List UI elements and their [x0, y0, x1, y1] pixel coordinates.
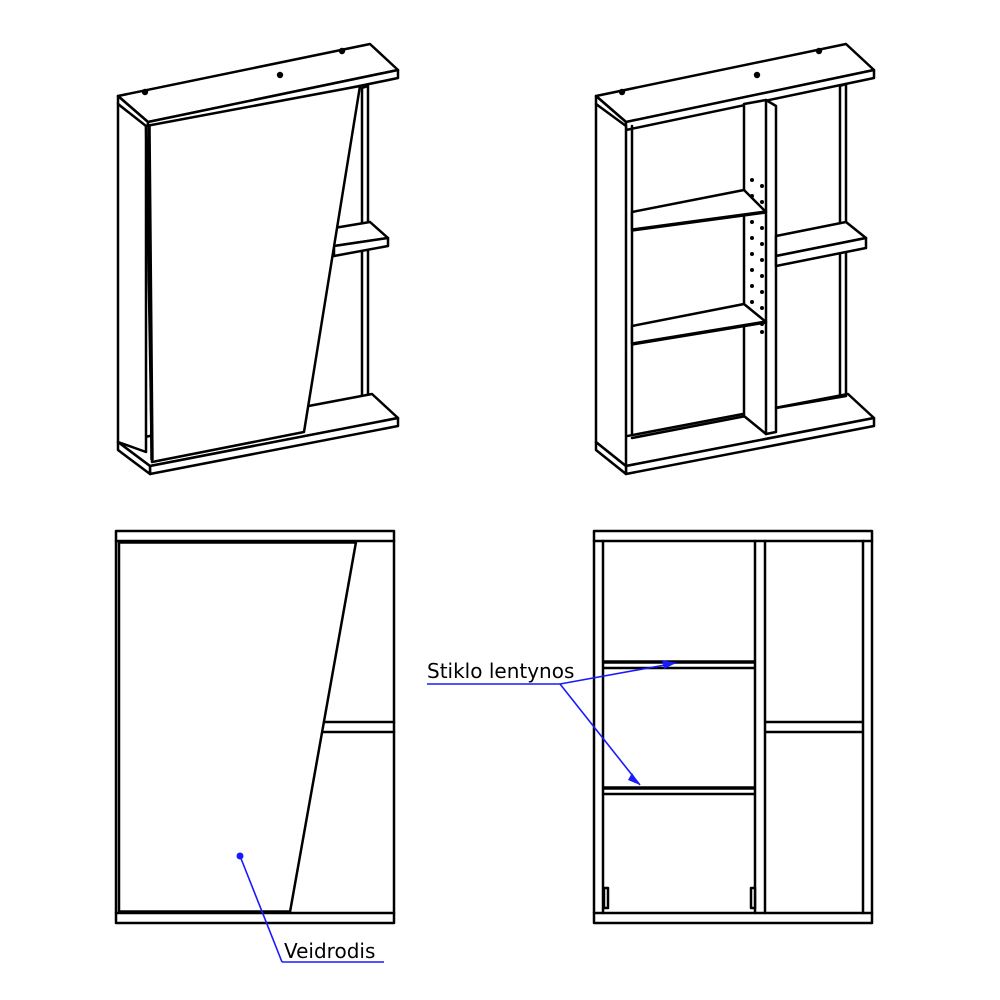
- glass-shelves-callout: Stiklo lentynos: [427, 659, 677, 786]
- hinge-icon: [749, 886, 757, 910]
- mirror-label: Veidrodis: [284, 939, 375, 963]
- iso-view-open: [594, 42, 876, 476]
- mount-hole-icon: [276, 71, 284, 79]
- mount-hole-icon: [338, 47, 346, 55]
- mount-hole-icon: [141, 88, 149, 96]
- hinge-icon: [602, 886, 610, 910]
- mirror-callout: Veidrodis: [236, 852, 384, 963]
- mount-hole-icon: [753, 71, 761, 79]
- glass-shelves-label: Stiklo lentynos: [427, 659, 574, 683]
- iso-view-closed: [116, 42, 400, 476]
- front-view-closed: [114, 529, 396, 925]
- front-view-open: [592, 529, 874, 925]
- mount-hole-icon: [815, 47, 823, 55]
- mount-hole-icon: [618, 88, 626, 96]
